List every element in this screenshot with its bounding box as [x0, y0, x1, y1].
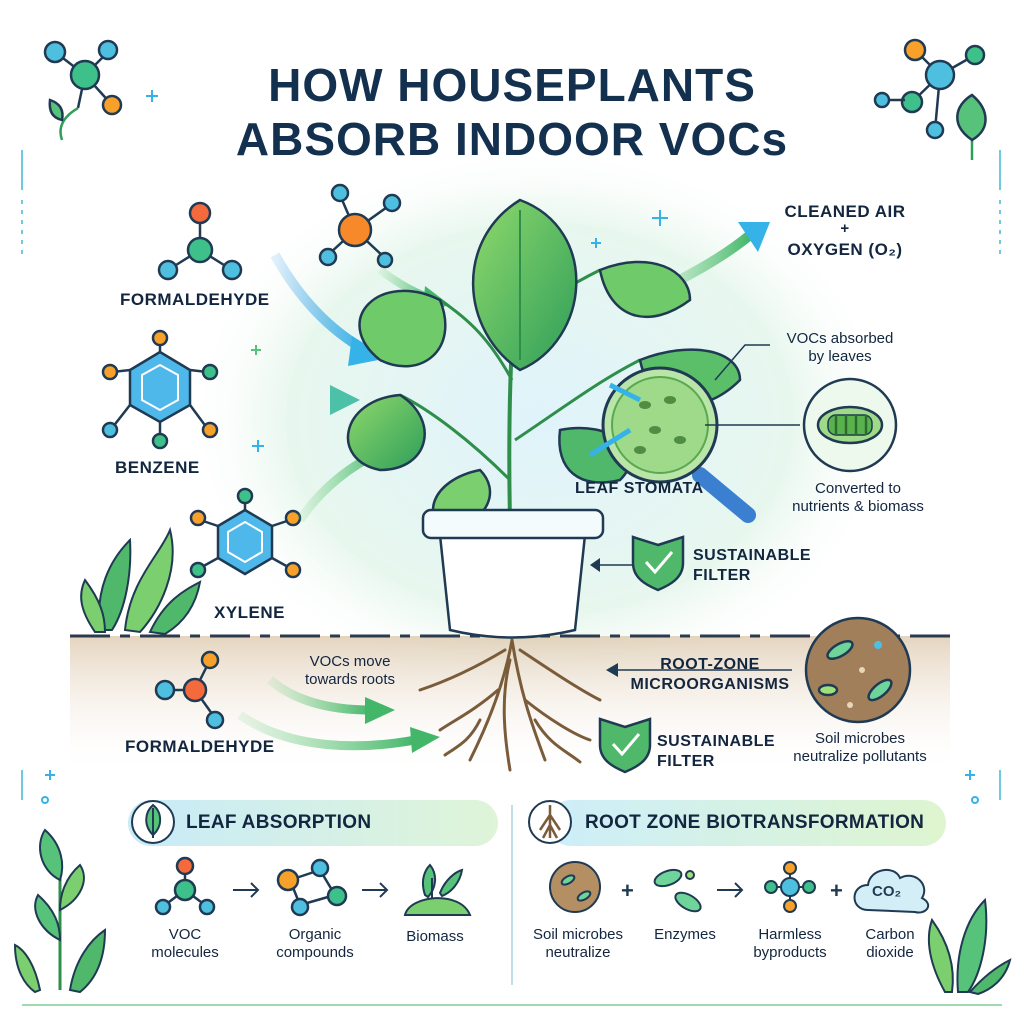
co2-cloud-label: CO₂: [872, 883, 902, 900]
flow-arrow-icons: [233, 882, 744, 898]
harmless-byproducts-icon: [764, 861, 816, 913]
step-biomass: Biomass: [406, 928, 464, 945]
root-arrows: [237, 676, 440, 753]
vocs-absorbed-line2: by leaves: [808, 348, 872, 365]
voc-molecule-icon: [318, 183, 402, 269]
converted-line1: Converted to: [815, 480, 901, 497]
root-zone-pill: [548, 800, 946, 846]
background-glow: [180, 140, 900, 700]
formaldehyde-label: FORMALDEHYDE: [120, 290, 270, 309]
biomass-icon: [403, 863, 472, 916]
cleaned-air-label: CLEANED AIR: [784, 202, 906, 221]
leaf-stomata-label: LEAF STOMATA: [575, 480, 704, 497]
xylene-label: XYLENE: [214, 603, 286, 622]
shield-icon: [598, 717, 652, 774]
step-enzymes: Enzymes: [654, 926, 716, 943]
oxygen-label: OXYGEN (O₂): [787, 240, 903, 259]
houseplant-illustration: [346, 198, 742, 532]
plus-sign: +: [621, 878, 634, 903]
sustainable-filter-label: SUSTAINABLE: [693, 547, 812, 564]
page-title-line1: HOW HOUSEPLANTS: [268, 59, 756, 111]
side-plant-icon: [80, 526, 202, 636]
step-voc-line1: VOC: [168, 926, 202, 943]
corner-plant-icon: [927, 897, 1012, 996]
root-zone-heading: ROOT ZONE BIOTRANSFORMATION: [585, 812, 925, 833]
enzymes-icon: [653, 868, 702, 913]
step-soil-microbes-line1: Soil microbes: [532, 926, 624, 943]
molecule-icon: [873, 38, 987, 160]
organic-compounds-icon: [276, 858, 348, 917]
plant-pot: [421, 508, 605, 639]
corner-plant-icon: [13, 828, 107, 994]
root-zone-label: ROOT-ZONE: [660, 656, 760, 673]
molecule-icon: [43, 39, 123, 141]
leaf-absorption-heading: LEAF ABSORPTION: [186, 812, 372, 833]
step-carbon-line1: Carbon: [865, 926, 915, 943]
decorative-frame: [21, 150, 1002, 1006]
soil-microbes-line1: Soil microbes: [814, 730, 906, 747]
soil-microbes-icon: [804, 616, 912, 724]
sustainable-filter-lower-label: SUSTAINABLE: [657, 733, 776, 750]
benzene-label: BENZENE: [115, 458, 200, 477]
vocs-move-line1: VOCs move: [309, 653, 391, 670]
vocs-move-line2: towards roots: [304, 671, 396, 688]
leaf-badge-icon: [131, 800, 175, 844]
shield-icon: [631, 535, 685, 592]
soil-microbes-line2: neutralize pollutants: [793, 748, 927, 765]
formaldehyde-molecule-icon: [154, 650, 225, 730]
page-title-line2: ABSORB INDOOR VOCs: [235, 113, 789, 165]
converted-line2: nutrients & biomass: [792, 498, 924, 515]
filter-lower-label: FILTER: [657, 753, 715, 770]
root-badge-icon: [528, 800, 572, 844]
step-organic-line1: Organic: [288, 926, 342, 943]
formaldehyde-bottom-label: FORMALDEHYDE: [125, 737, 275, 756]
chloroplast-icon: [802, 377, 898, 473]
sparkle-decorations: [146, 90, 668, 452]
leaf-absorption-pill: [128, 800, 498, 846]
step-organic-line2: compounds: [276, 944, 354, 961]
soil-microbes-small-icon: [549, 861, 601, 913]
formaldehyde-molecule-icon: [157, 201, 243, 281]
magnifier-icon: [588, 366, 756, 523]
xylene-molecule-icon: [189, 487, 302, 579]
filter-label: FILTER: [693, 567, 751, 584]
step-voc-line2: molecules: [151, 944, 219, 961]
step-harmless-line1: Harmless: [758, 926, 822, 943]
step-carbon-line2: dioxide: [866, 944, 914, 961]
step-harmless-line2: byproducts: [753, 944, 827, 961]
roots-illustration: [418, 638, 602, 772]
sparkle-decorations: [41, 770, 979, 804]
co2-cloud-icon: [853, 869, 930, 914]
benzene-molecule-icon: [101, 329, 219, 450]
voc-molecules-icon: [154, 856, 216, 916]
vocs-absorbed-line1: VOCs absorbed: [786, 330, 894, 347]
plus-sign: +: [830, 878, 843, 903]
microorganisms-label: MICROORGANISMS: [630, 676, 790, 693]
step-soil-microbes-line2: neutralize: [545, 944, 611, 961]
plus-sign: +: [840, 220, 850, 237]
